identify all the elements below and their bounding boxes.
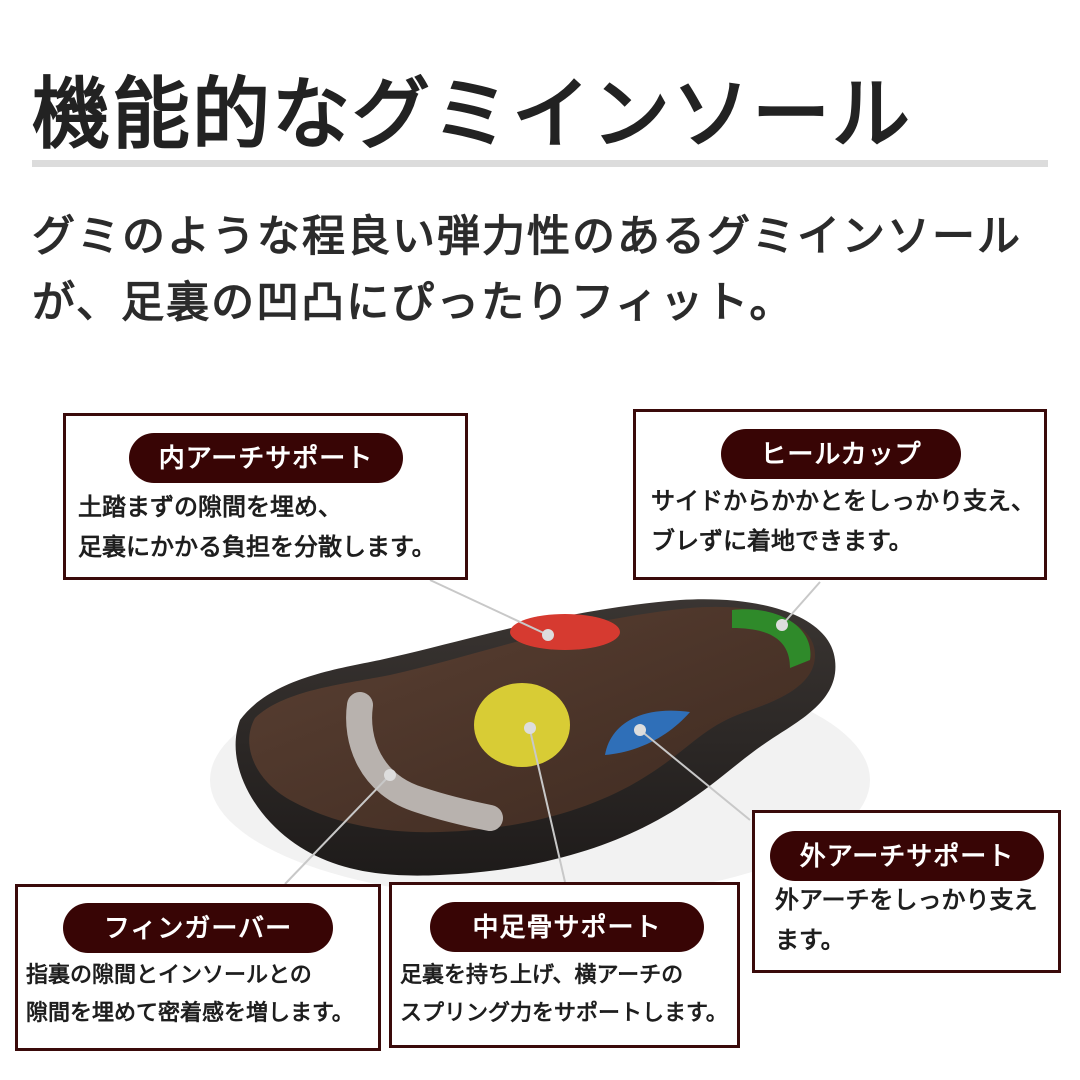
callout-text-2: 足裏にかかる負担を分散します。	[78, 534, 436, 561]
callout-finger-bar: フィンガーバー 指裏の隙間とインソールとの 隙間を埋めて密着感を増します。	[15, 884, 381, 1051]
callout-label: 中足骨サポート	[430, 902, 704, 952]
callout-text-1: サイドからかかとをしっかり支え、	[651, 488, 1035, 515]
callout-text-1: 外アーチをしっかり支え	[775, 887, 1038, 914]
callout-text-2: ブレずに着地できます。	[651, 528, 913, 555]
title-divider	[32, 160, 1048, 167]
callout-text-1: 土踏まずの隙間を埋め、	[78, 494, 342, 521]
callout-label: ヒールカップ	[721, 429, 961, 479]
callout-label: 内アーチサポート	[129, 433, 403, 483]
callout-label: 外アーチサポート	[770, 831, 1044, 881]
callout-text-2: 隙間を埋めて密着感を増します。	[26, 1000, 354, 1025]
page-title: 機能的なグミインソール	[32, 70, 913, 158]
metatarsal-marker	[474, 683, 570, 767]
callout-text-1: 指裏の隙間とインソールとの	[26, 962, 312, 987]
callout-text-2: スプリング力をサポートします。	[400, 1000, 728, 1025]
subtitle-line-1: グミのような程良い弾力性のあるグミインソール	[32, 213, 1022, 261]
subtitle-line-2: が、足裏の凹凸にぴったりフィット。	[32, 279, 795, 327]
callout-heel-cup: ヒールカップ サイドからかかとをしっかり支え、 ブレずに着地できます。	[633, 409, 1047, 580]
callout-text-1: 足裏を持ち上げ、横アーチの	[400, 962, 684, 987]
heel-cup-marker	[732, 609, 811, 668]
callout-outer-arch: 外アーチサポート 外アーチをしっかり支え ます。	[752, 810, 1061, 973]
inner-arch-marker	[510, 614, 620, 650]
callout-metatarsal: 中足骨サポート 足裏を持ち上げ、横アーチの スプリング力をサポートします。	[389, 882, 740, 1048]
callout-inner-arch: 内アーチサポート 土踏まずの隙間を埋め、 足裏にかかる負担を分散します。	[63, 413, 468, 580]
finger-bar-marker	[346, 692, 503, 831]
marker-dots	[384, 619, 788, 781]
leader-lines	[284, 579, 821, 885]
callout-label: フィンガーバー	[63, 903, 333, 953]
outer-arch-marker	[605, 710, 690, 755]
callout-text-2: ます。	[775, 927, 845, 954]
